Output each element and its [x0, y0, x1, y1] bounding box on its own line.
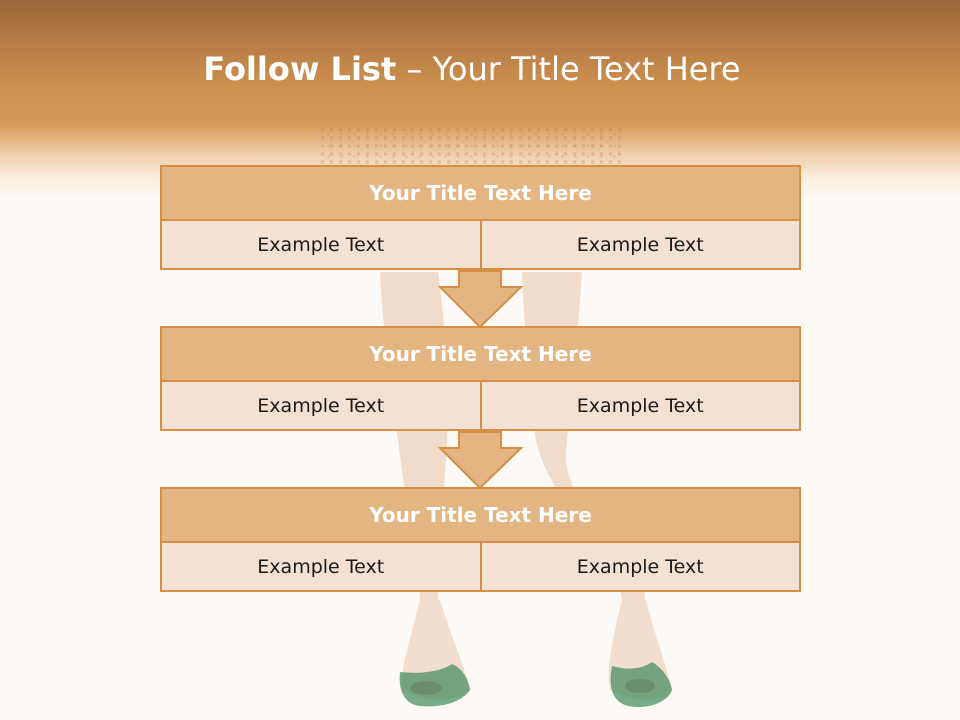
slide-title: Follow List – Your Title Text Here: [0, 50, 944, 88]
down-arrow-icon: [438, 270, 524, 329]
step-cell-right: Example Text: [479, 382, 800, 429]
down-arrow-icon: [438, 431, 524, 490]
step-cell-right: Example Text: [479, 543, 800, 590]
step-row: Example Text Example Text: [160, 543, 801, 592]
step-title: Your Title Text Here: [160, 326, 801, 382]
step-title: Your Title Text Here: [160, 487, 801, 543]
shoes-icon: [399, 662, 672, 708]
step-box-1: Your Title Text Here Example Text Exampl…: [160, 165, 801, 270]
step-row: Example Text Example Text: [160, 382, 801, 431]
step-box-3: Your Title Text Here Example Text Exampl…: [160, 487, 801, 592]
step-cell-left: Example Text: [257, 555, 385, 578]
step-cell-left: Example Text: [257, 394, 385, 417]
slide-title-rest: – Your Title Text Here: [406, 50, 741, 88]
slide-title-bold: Follow List: [203, 50, 397, 88]
step-cell-left: Example Text: [257, 233, 385, 256]
step-box-2: Your Title Text Here Example Text Exampl…: [160, 326, 801, 431]
lace-texture: [318, 126, 623, 166]
step-cell-right: Example Text: [479, 221, 800, 268]
step-row: Example Text Example Text: [160, 221, 801, 270]
step-title: Your Title Text Here: [160, 165, 801, 221]
